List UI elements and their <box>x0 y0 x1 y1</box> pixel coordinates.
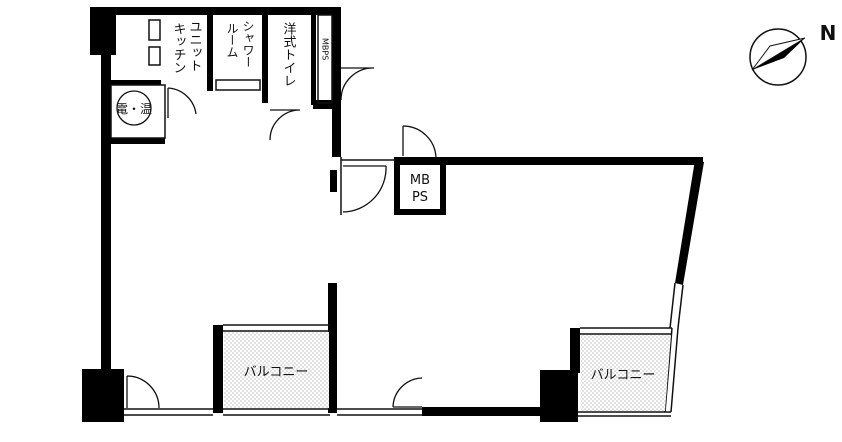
door-entrance <box>126 375 160 409</box>
wall-wet-right <box>332 7 341 157</box>
wall-left-balcony-left <box>213 325 223 413</box>
column-top-left <box>90 7 116 55</box>
unit-kitchen-line2: キッチン <box>171 22 186 74</box>
compass-needle-white <box>751 37 806 71</box>
mbps-small-box <box>317 14 333 104</box>
shower-room-line1: シャワー <box>241 20 255 68</box>
compass-label: N <box>820 21 837 45</box>
wall-room-bottom <box>422 407 578 416</box>
door-mbps-small <box>340 67 375 101</box>
door-toilet <box>269 109 301 141</box>
wall-kitchen-right <box>207 15 213 91</box>
balcony-right-side <box>664 327 673 413</box>
balcony-left-floor <box>224 332 329 408</box>
balcony-right-label: バルコニー <box>591 368 656 383</box>
water-heater-label: 電・温 <box>116 102 152 116</box>
wall-heater-bottom <box>111 138 165 144</box>
shower-room-line2: ルーム <box>225 22 239 58</box>
wall-partition-center <box>328 283 337 413</box>
heater-box <box>110 84 166 139</box>
door-bottom-center <box>392 377 423 408</box>
mbps-small-label: MBPS <box>321 38 330 60</box>
window-right-wall <box>669 282 676 329</box>
balcony-left-label: バルコニー <box>244 365 309 380</box>
mbps-large-line2: PS <box>412 190 428 205</box>
balcony-right-side2 <box>670 327 679 413</box>
column-bottom-left <box>82 369 124 422</box>
wall-kitchen-bottom <box>111 80 161 85</box>
shower-inner <box>215 79 261 91</box>
wall-mbps-bottom <box>313 100 341 109</box>
door-mbps-large <box>402 125 437 159</box>
water-heater-circle <box>116 90 152 126</box>
kitchen-fixture-bottom <box>148 46 161 66</box>
wall-room-top <box>400 157 703 165</box>
balcony-right-floor <box>581 335 671 411</box>
unit-kitchen-line1: ユニット <box>187 20 202 72</box>
wall-room-right <box>675 160 704 285</box>
mbps-large-frame <box>394 157 446 215</box>
wall-partition-center-upper <box>330 170 337 192</box>
walls <box>82 7 704 422</box>
doors <box>126 67 437 409</box>
column-bottom-right <box>540 370 578 422</box>
western-toilet-label: 洋式トイレ <box>281 22 297 87</box>
compass: N <box>749 21 837 86</box>
mbps-large-line1: MB <box>410 173 430 188</box>
thin-lines <box>110 14 684 417</box>
door-heater <box>167 87 197 118</box>
window-right-wall2 <box>677 284 684 329</box>
wall-right-balcony-left <box>570 328 580 373</box>
wall-shower-right <box>262 15 268 103</box>
door-corridor <box>342 165 387 213</box>
kitchen-fixture-top <box>148 19 161 41</box>
wall-left <box>101 55 111 370</box>
wall-top <box>116 7 340 15</box>
wall-toilet-right <box>311 15 316 105</box>
